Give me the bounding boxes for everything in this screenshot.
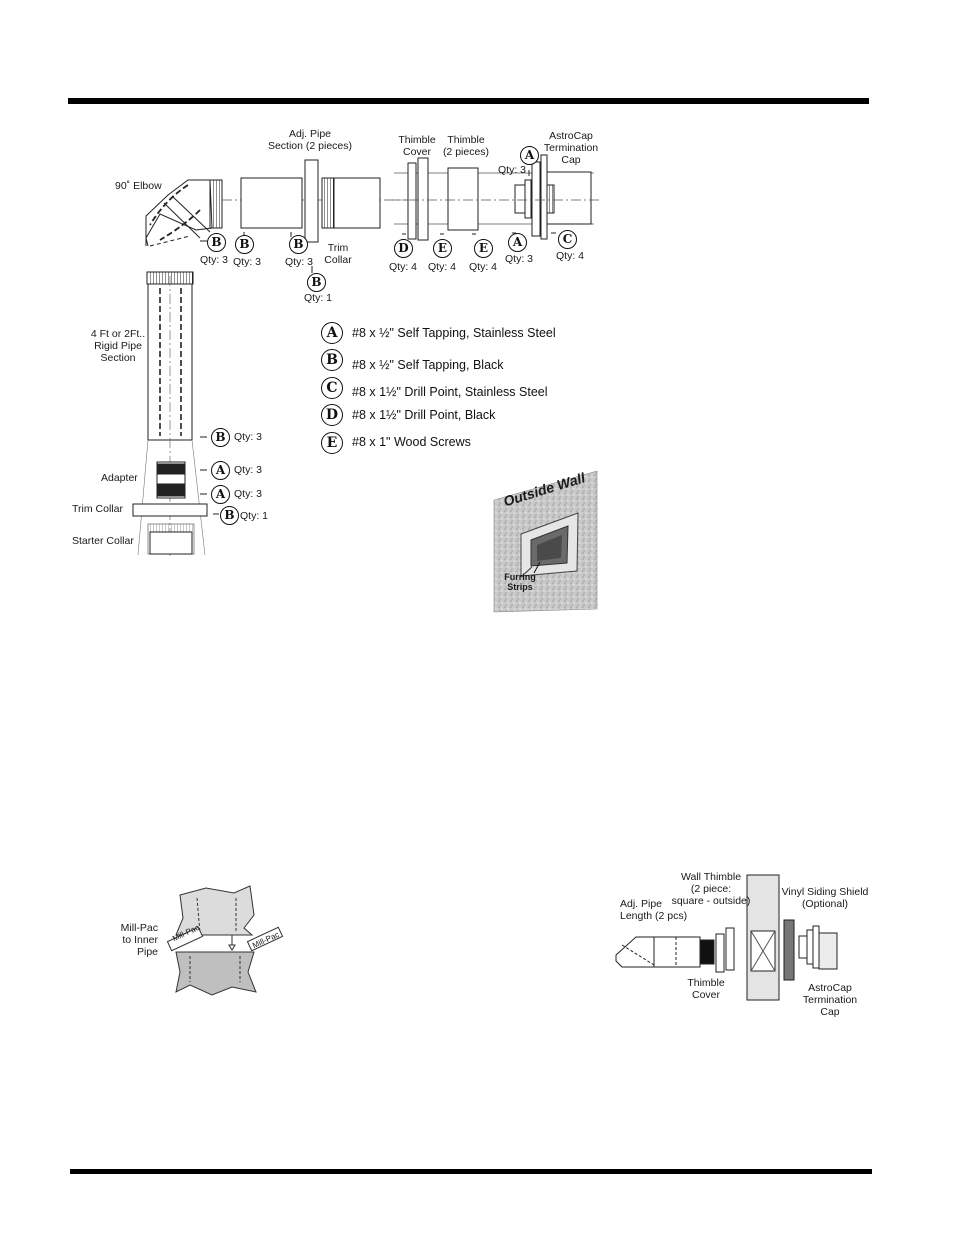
vinyl-shield-label: Vinyl Siding Shield (Optional)	[777, 886, 873, 910]
legend-text-c: #8 x 1½" Drill Point, Stainless Steel	[352, 385, 548, 399]
thimble-label-line2: (2 pieces)	[442, 146, 490, 158]
wall-section-drawing	[615, 874, 838, 1001]
trim-collar-label-line1: Trim	[327, 242, 349, 254]
legend-badge-e: E	[321, 432, 343, 454]
outside-wall-drawing	[493, 470, 598, 613]
elbow-label: 90˚ Elbow	[115, 180, 162, 192]
adj-pipe-length-line2: Length (2 pcs)	[620, 910, 688, 922]
qty-rigid-b: Qty: 3	[234, 431, 263, 443]
trim-collar-lower-label: Trim Collar	[72, 503, 123, 515]
badge-e-thimble1: E	[433, 239, 452, 258]
badge-c-cap: C	[558, 230, 577, 249]
astrocap-label-line2: Termination	[543, 142, 599, 154]
millpac-label-line2: to Inner	[122, 934, 158, 946]
top-rule	[68, 98, 869, 104]
legend-text-d: #8 x 1½" Drill Point, Black	[352, 408, 496, 422]
legend-badge-c: C	[321, 377, 343, 399]
millpac-drawing	[166, 885, 284, 996]
adj-pipe-drawing	[240, 159, 381, 243]
thimble-label-line1: Thimble	[447, 134, 485, 146]
wall-thimble-cover-label: Thimble Cover	[684, 977, 728, 1001]
rigid-pipe-drawing	[132, 271, 208, 556]
astrocap-label: AstroCap Termination Cap	[540, 130, 602, 166]
wall-thimble-cover-line2: Cover	[691, 989, 720, 1001]
adapter-label: Adapter	[101, 472, 138, 484]
thimble-cover-label: Thimble Cover	[394, 134, 440, 158]
vinyl-shield-line2: (Optional)	[801, 898, 849, 910]
legend-text-b: #8 x ½" Self Tapping, Black	[352, 358, 504, 372]
starter-collar-label: Starter Collar	[72, 535, 134, 547]
legend-text-e: #8 x 1" Wood Screws	[352, 435, 471, 449]
qty-cap-a-top: Qty: 3	[498, 164, 527, 176]
trim-collar-label-line2: Collar	[324, 254, 352, 266]
bottom-rule	[70, 1169, 872, 1174]
furring-strips-line1: Furring	[504, 572, 536, 582]
qty-elbow-b: Qty: 3	[200, 254, 229, 266]
badge-b-pipe2: B	[289, 235, 308, 254]
legend-badge-d: D	[321, 404, 343, 426]
qty-adapter-a1: Qty: 3	[234, 464, 263, 476]
elbow-drawing	[145, 179, 223, 247]
rigid-pipe-label-line3: Section	[100, 352, 136, 364]
legend-text-a: #8 x ½" Self Tapping, Stainless Steel	[352, 326, 556, 340]
wall-thimble-line1: Wall Thimble	[680, 871, 742, 883]
qty-thimble-cover-d: Qty: 4	[389, 261, 418, 273]
rigid-pipe-label-line1: 4 Ft or 2Ft..	[90, 328, 146, 340]
vinyl-shield-line1: Vinyl Siding Shield	[781, 886, 869, 898]
badge-a-adapter1: A	[211, 461, 230, 480]
qty-thimble-e1: Qty: 4	[428, 261, 457, 273]
wall-thimble-line3: square - outside)	[671, 895, 751, 907]
wall-thimble-line2: (2 piece:	[690, 883, 732, 895]
badge-d-thimble-cover: D	[394, 239, 413, 258]
badge-b-rigid: B	[211, 428, 230, 447]
legend-badge-a: A	[321, 322, 343, 344]
badge-e-thimble2: E	[474, 239, 493, 258]
badge-b-collar: B	[307, 273, 326, 292]
astrocap-label-line1: AstroCap	[549, 130, 593, 142]
qty-cap-c: Qty: 4	[556, 250, 585, 262]
astrocap-label-line3: Cap	[561, 154, 581, 166]
qty-thimble-e2: Qty: 4	[469, 261, 498, 273]
thimble-cover-label-line1: Thimble	[398, 134, 436, 146]
wall-astrocap-line3: Cap	[820, 1006, 840, 1018]
thimble-cap-drawing	[391, 154, 600, 241]
rigid-pipe-label-line2: Rigid Pipe	[94, 340, 142, 352]
wall-thimble-cover-line1: Thimble	[687, 977, 725, 989]
badge-b-elbow: B	[207, 233, 226, 252]
badge-a-cap-top: A	[520, 146, 539, 165]
millpac-label: Mill-Pac to Inner Pipe	[116, 922, 158, 958]
wall-astrocap-line1: AstroCap	[808, 982, 852, 994]
adj-pipe-label-line1: Adj. Pipe	[288, 128, 332, 140]
wall-astrocap-line2: Termination	[802, 994, 858, 1006]
wall-thimble-label: Wall Thimble (2 piece: square - outside)	[670, 871, 752, 907]
furring-strips-label: Furring Strips	[498, 572, 542, 592]
badge-b-pipe1: B	[235, 235, 254, 254]
adj-pipe-length-label: Adj. Pipe Length (2 pcs)	[620, 898, 687, 922]
qty-pipe1-b: Qty: 3	[233, 256, 262, 268]
qty-adapter-a2: Qty: 3	[234, 488, 263, 500]
adj-pipe-length-line1: Adj. Pipe	[620, 898, 663, 910]
furring-strips-line2: Strips	[507, 582, 533, 592]
badge-a-cap-bottom: A	[508, 233, 527, 252]
trim-collar-label: Trim Collar	[320, 242, 356, 266]
adj-pipe-label-line2: Section (2 pieces)	[267, 140, 353, 152]
thimble-label: Thimble (2 pieces)	[438, 134, 494, 158]
wall-astrocap-label: AstroCap Termination Cap	[798, 982, 862, 1018]
qty-trim-b: Qty: 1	[240, 510, 269, 522]
qty-cap-a-bottom: Qty: 3	[505, 253, 534, 265]
badge-b-trim: B	[220, 506, 239, 525]
legend-badge-b: B	[321, 349, 343, 371]
millpac-label-line1: Mill-Pac	[120, 922, 158, 934]
badge-a-adapter2: A	[211, 485, 230, 504]
qty-collar-b: Qty: 1	[304, 292, 333, 304]
qty-pipe2-b: Qty: 3	[285, 256, 314, 268]
millpac-label-line3: Pipe	[136, 946, 158, 958]
rigid-pipe-label: 4 Ft or 2Ft.. Rigid Pipe Section	[84, 328, 152, 364]
thimble-cover-label-line2: Cover	[402, 146, 431, 158]
adj-pipe-label: Adj. Pipe Section (2 pieces)	[258, 128, 362, 152]
